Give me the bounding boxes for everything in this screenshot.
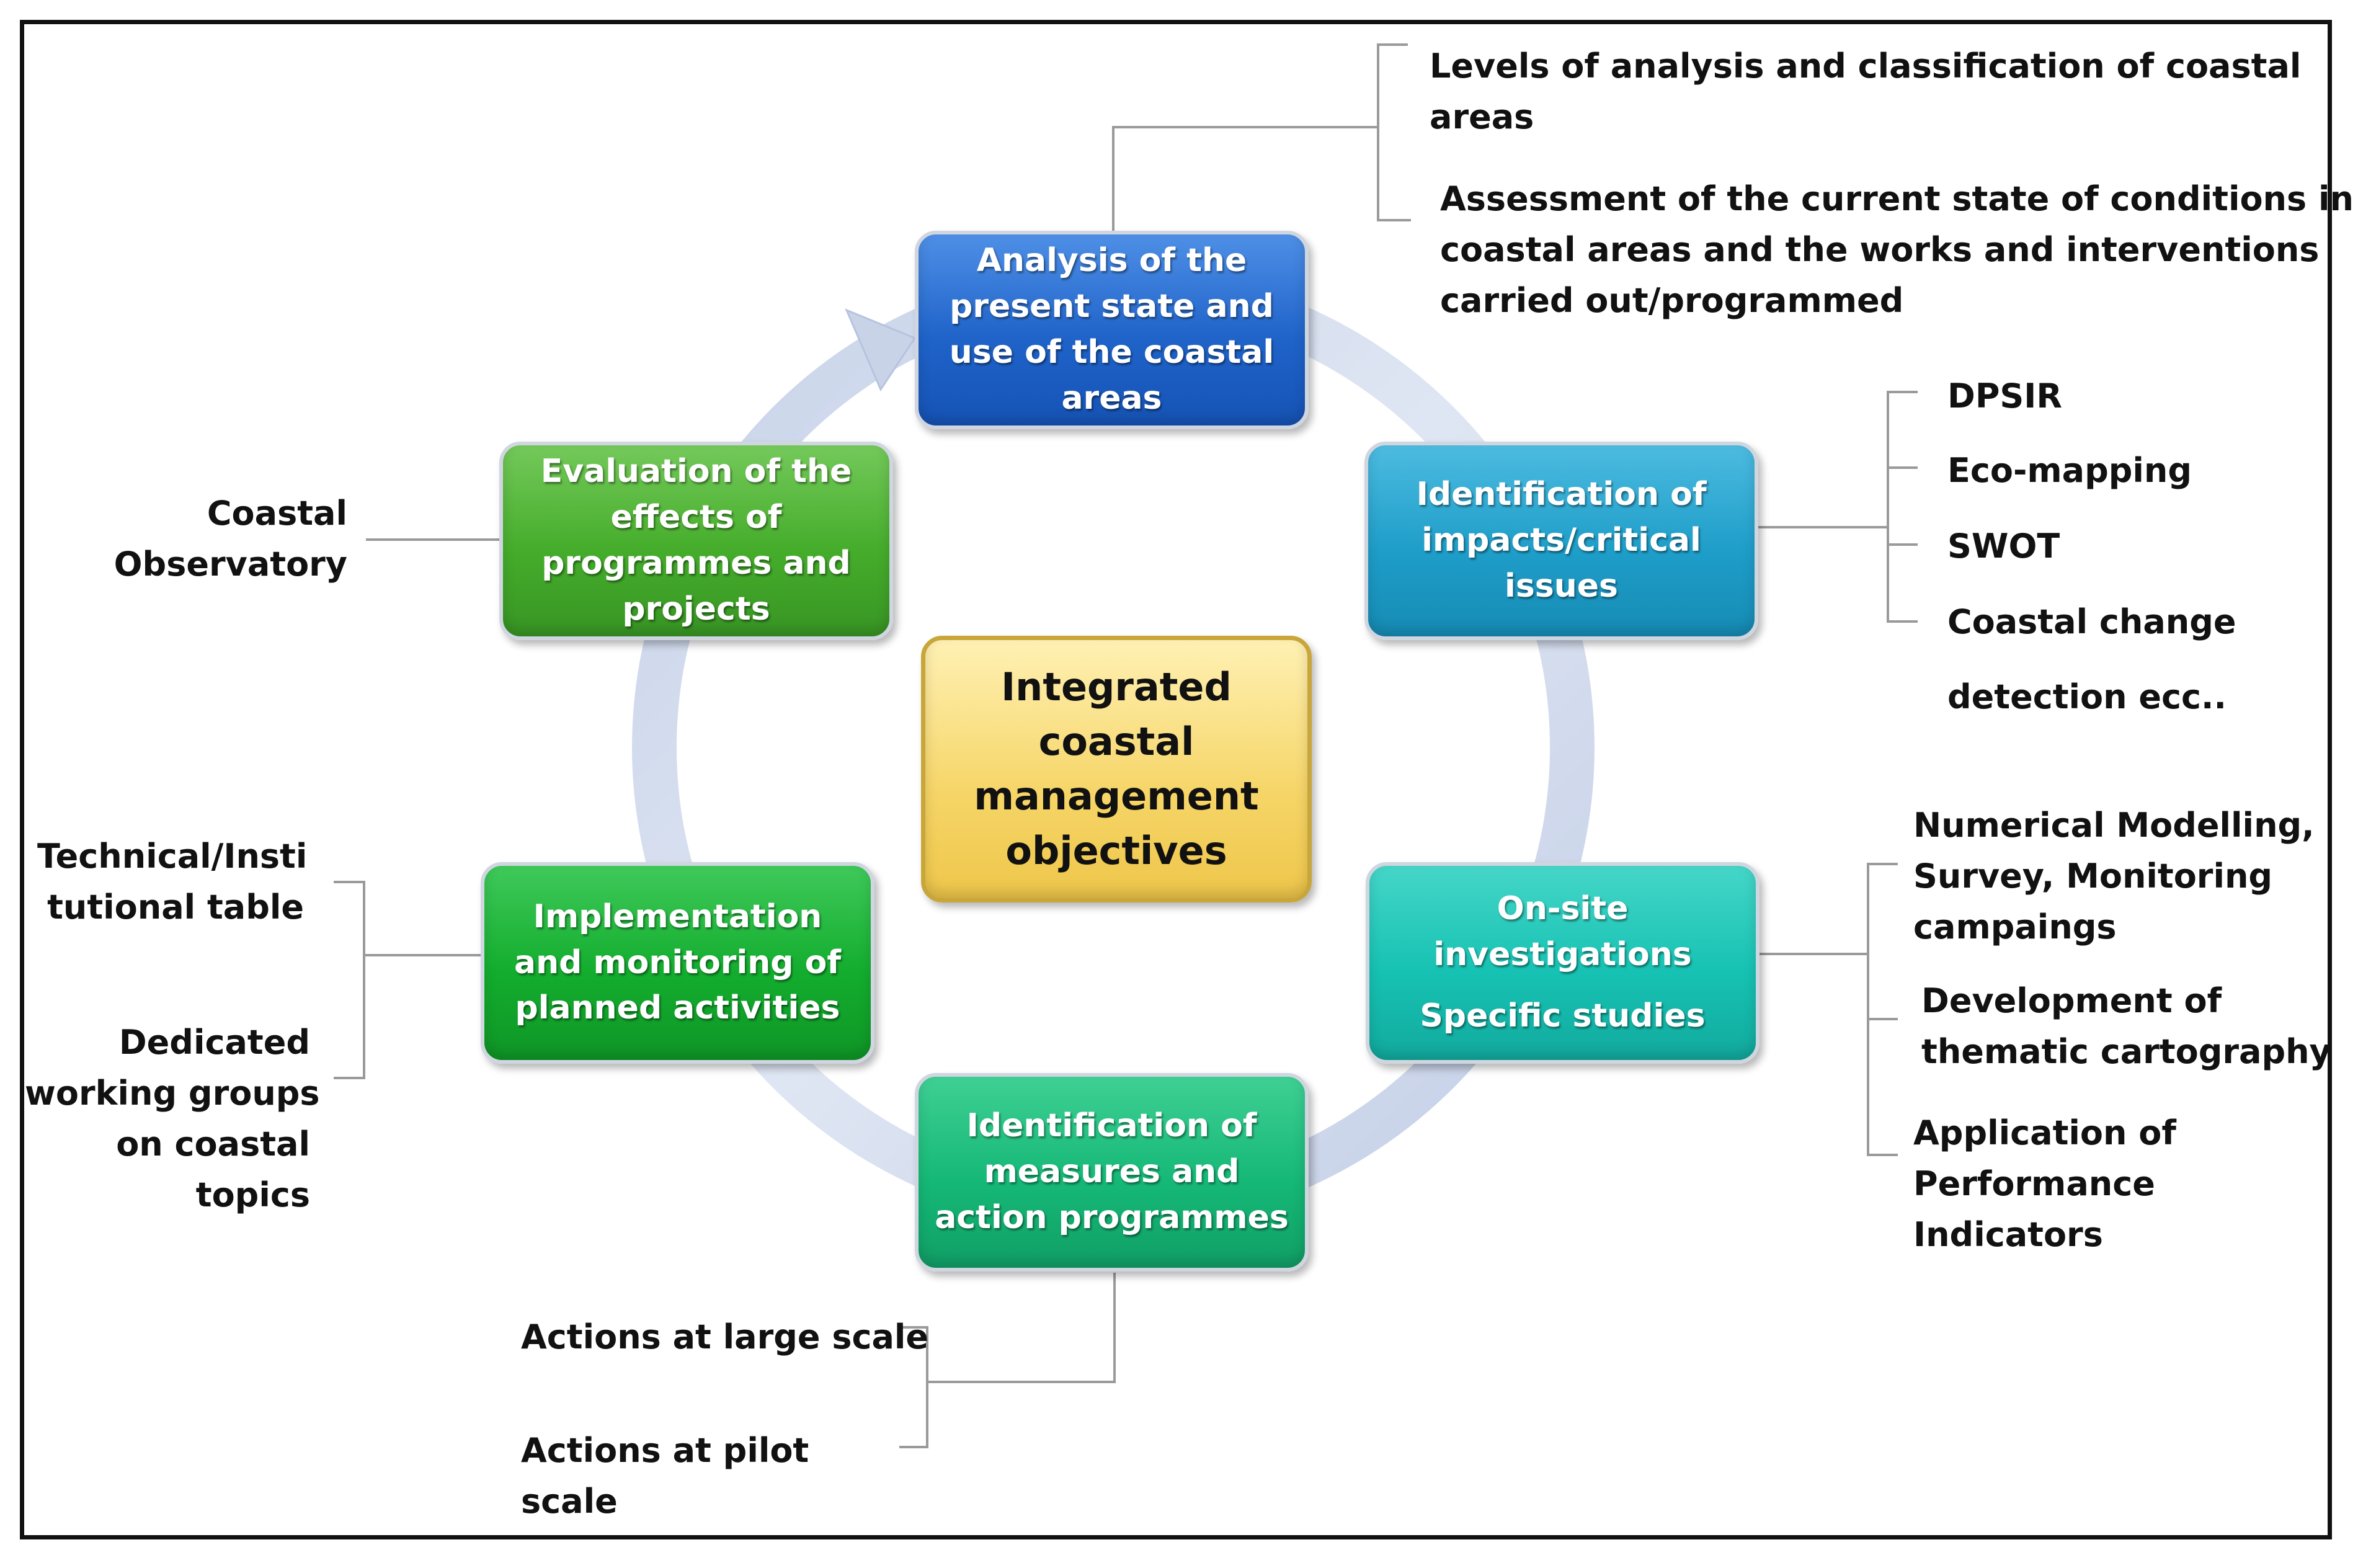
center-objectives-box[interactable]: Integrated coastal management objectives <box>921 636 1312 902</box>
evaluation-line: programmes and <box>541 545 851 582</box>
impacts-line: Identification of <box>1416 476 1707 514</box>
impacts-line: impacts/critical <box>1421 522 1701 559</box>
connector-lines <box>334 43 1918 1448</box>
impacts-line: issues <box>1505 567 1618 605</box>
center-line: coastal <box>1038 718 1195 764</box>
center-line: Integrated <box>1001 664 1232 710</box>
label-line: tutional table <box>47 888 304 927</box>
label-line: campaings <box>1913 907 2117 947</box>
label-line: Indicators <box>1913 1215 2103 1254</box>
bracket-impacts <box>1887 391 1918 623</box>
connector-measures <box>927 1273 1116 1383</box>
label-line: thematic cartography <box>1921 1032 2331 1071</box>
label-numerical-modelling: Numerical Modelling, Survey, Monitoring … <box>1913 800 2315 953</box>
label-levels-of-analysis: Levels of analysis and classification of… <box>1430 41 2301 143</box>
analysis-box[interactable]: Analysis of the present state and use of… <box>915 231 1309 429</box>
label-line: on coastal <box>116 1125 310 1164</box>
onsite-line: On-site <box>1497 889 1629 927</box>
evaluation-line: effects of <box>610 499 782 537</box>
label-detection: detection ecc.. <box>1947 677 2227 716</box>
cycle-arrow-head <box>845 308 917 392</box>
label-line: Development of <box>1921 981 2222 1020</box>
bracket-measures <box>899 1326 928 1448</box>
measures-line: Identification of <box>966 1107 1257 1145</box>
label-eco-mapping: Eco-mapping <box>1947 451 2192 490</box>
evaluation-box[interactable]: Evaluation of the effects of programmes … <box>499 442 893 640</box>
label-line: Dedicated <box>118 1023 310 1062</box>
label-assessment: Assessment of the current state of condi… <box>1440 174 2354 326</box>
connector-analysis <box>1112 126 1378 233</box>
implementation-line: and monitoring of <box>514 943 841 981</box>
label-coastal-change: Coastal change <box>1947 602 2236 641</box>
onsite-line: investigations <box>1433 935 1692 973</box>
label-line: Technical/Insti <box>37 837 308 876</box>
label-line: Survey, Monitoring <box>1913 857 2273 896</box>
center-line: management <box>974 773 1259 819</box>
bracket-analysis <box>1377 43 1411 221</box>
label-line: working groups <box>25 1074 320 1113</box>
measures-box[interactable]: Identification of measures and action pr… <box>915 1073 1309 1272</box>
measures-line: action programmes <box>935 1198 1289 1236</box>
label-technical-table: Technical/Insti tutional table <box>37 831 308 933</box>
center-line: objectives <box>1005 828 1227 874</box>
label-thematic-cartography: Development of thematic cartography <box>1921 976 2331 1077</box>
analysis-line: areas <box>1061 379 1162 417</box>
label-line: coastal areas and the works and interven… <box>1440 230 2320 269</box>
label-dpsir: DPSIR <box>1947 376 2062 416</box>
implementation-line: Implementation <box>533 898 822 935</box>
label-working-groups: Dedicated working groups on coastal topi… <box>25 1017 320 1221</box>
measures-line: measures and <box>984 1153 1240 1191</box>
evaluation-line: projects <box>622 590 770 628</box>
label-coastal-observatory: Coastal Observatory <box>87 488 347 590</box>
label-large-scale: Actions at large scale <box>521 1317 929 1356</box>
implementation-box[interactable]: Implementation and monitoring of planned… <box>481 862 874 1064</box>
label-pilot-scale: Actions at pilot scale <box>521 1425 809 1527</box>
analysis-line: Analysis of the <box>976 242 1247 280</box>
label-line: Performance <box>1913 1164 2155 1203</box>
label-line: topics <box>195 1175 310 1214</box>
label-line: Assessment of the current state of condi… <box>1440 179 2354 218</box>
analysis-line: present state and <box>950 288 1274 326</box>
bracket-onsite <box>1867 863 1898 1156</box>
label-line: scale <box>521 1482 618 1521</box>
label-line: Numerical Modelling, <box>1913 806 2315 845</box>
label-line: carried out/programmed <box>1440 281 1904 320</box>
onsite-line: Specific studies <box>1420 997 1706 1035</box>
bracket-implementation <box>334 881 365 1079</box>
analysis-line: use of the coastal <box>949 334 1275 371</box>
label-line: Application of <box>1913 1113 2176 1152</box>
label-line: areas <box>1430 97 1534 136</box>
evaluation-line: Evaluation of the <box>540 453 852 491</box>
label-line: Observatory <box>113 545 347 584</box>
onsite-box[interactable]: On-site investigations Specific studies <box>1366 862 1760 1064</box>
impacts-box[interactable]: Identification of impacts/critical issue… <box>1364 442 1758 640</box>
label-line: Levels of analysis and classification of… <box>1430 47 2302 86</box>
label-line: Coastal <box>207 494 347 533</box>
implementation-line: planned activities <box>515 989 840 1027</box>
label-line: Actions at pilot <box>521 1431 809 1470</box>
label-performance-indicators: Application of Performance Indicators <box>1913 1108 2176 1260</box>
label-swot: SWOT <box>1947 527 2060 566</box>
diagram-frame <box>20 20 2332 1539</box>
